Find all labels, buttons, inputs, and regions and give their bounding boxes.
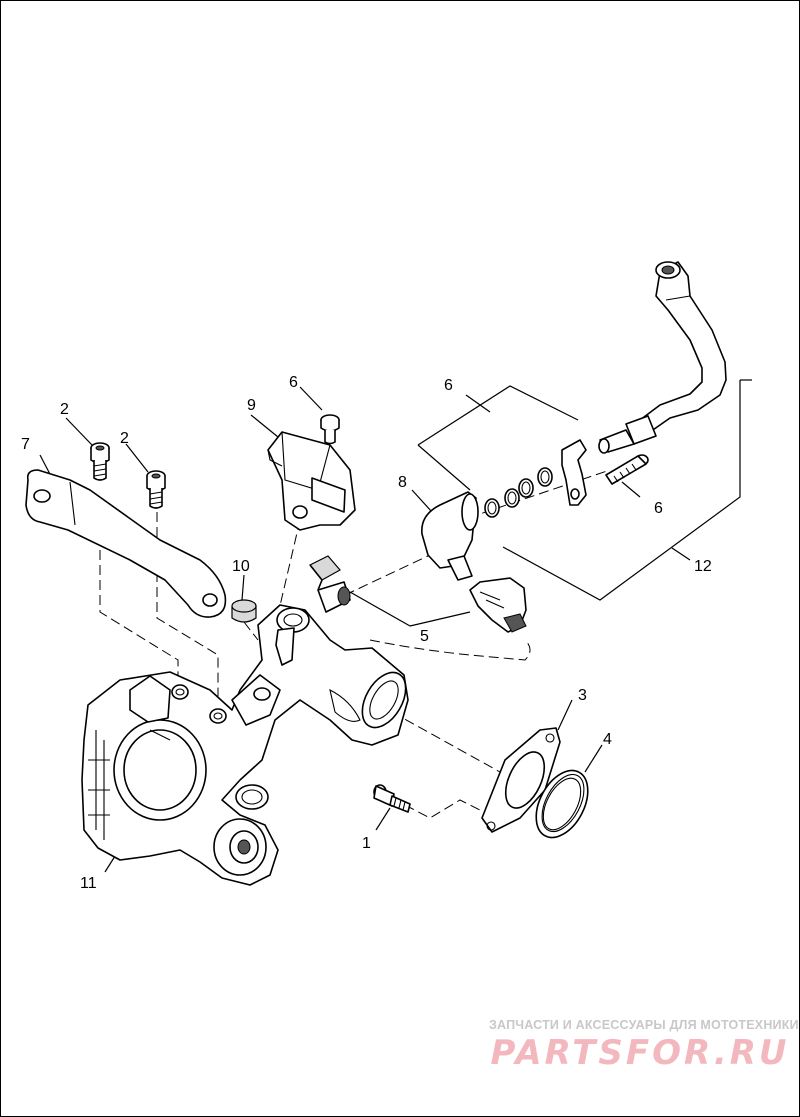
screw-part-2a [90,442,110,481]
callout-2a: 2 [60,401,69,418]
callout-6a: 6 [289,374,298,391]
clip-part-6 [561,439,587,506]
callout-7: 7 [21,436,30,453]
o-rings [484,467,553,518]
watermark-logo: PARTSFOR.RU [490,1033,789,1073]
callout-10: 10 [232,558,250,575]
callout-6c: 6 [654,500,663,517]
bolt-part-6-top [320,414,340,445]
callout-12: 12 [694,558,712,575]
bracket-part-7 [25,469,227,618]
screw-part-2b [146,470,166,509]
callout-8: 8 [398,474,407,491]
cap-part-10 [231,599,257,623]
screw-part-6-right [605,454,649,485]
fuel-line-part-12 [598,261,727,454]
fuel-rail-part-8 [421,491,479,581]
callout-1: 1 [362,835,371,852]
callout-11: 11 [80,875,97,892]
watermark-logo-text: PARTSFOR.RU [490,1033,789,1073]
sensor-part-9 [267,431,356,531]
flange-part-3 [481,727,561,833]
callout-5: 5 [420,628,429,645]
screw-part-1 [373,784,411,813]
callout-6b: 6 [444,377,453,394]
injector-part-5-upper [469,577,527,633]
callout-4: 4 [603,731,612,748]
throttle-body-part-11 [81,604,409,886]
seal-part-4 [535,769,589,839]
injector-part-5-lower [309,555,351,613]
callout-3: 3 [578,687,587,704]
watermark-tagline: ЗАПЧАСТИ И АКСЕССУАРЫ ДЛЯ МОТОТЕХНИКИ [489,1018,799,1032]
callout-numbers: 1 2 2 3 4 5 6 6 6 7 8 9 10 11 12 [21,374,712,892]
callout-9: 9 [247,397,256,414]
callout-2b: 2 [120,430,129,447]
